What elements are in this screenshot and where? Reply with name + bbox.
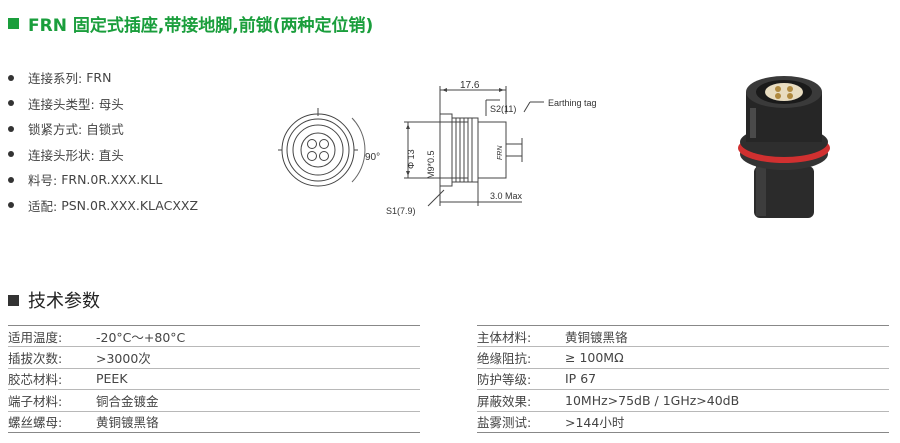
param-label: 防护等级: [477, 368, 565, 391]
table-row: 主体材料:黄铜镀黑铬 [477, 325, 889, 348]
param-label: 绝缘阻抗: [477, 346, 565, 369]
param-label: 胶芯材料: [8, 368, 96, 391]
diameter-label: Φ 13 [406, 149, 416, 169]
table-row: 插拔次数:>3000次 [8, 346, 420, 369]
bullet-icon [8, 100, 14, 107]
bullet-icon [8, 151, 14, 158]
table-row: 防护等级:IP 67 [477, 368, 889, 391]
spec-item: 连接系列: FRN [8, 65, 198, 91]
spec-label: 连接系列: [28, 71, 83, 87]
technical-drawing: 90° 17.6 S2(11) Earthing tag [278, 80, 597, 216]
param-value: >144小时 [565, 411, 889, 433]
spec-label: 适配: [28, 198, 58, 214]
param-value: 黄铜镀黑铬 [96, 411, 420, 433]
spec-label: 连接头形状: [28, 147, 95, 163]
table-row: 螺丝螺母:黄铜镀黑铬 [8, 411, 420, 433]
spec-value: FRN [86, 70, 112, 86]
param-value: IP 67 [565, 368, 889, 391]
param-value: 黄铜镀黑铬 [565, 325, 889, 348]
param-value: PEEK [96, 368, 420, 391]
params-table-left: 适用温度:-20°C～+80°C 插拔次数:>3000次 胶芯材料:PEEK 端… [8, 325, 420, 433]
spec-label: 锁紧方式: [28, 122, 83, 138]
body-mark: FRN [497, 145, 504, 160]
angle-label: 90° [365, 152, 380, 163]
params-table-right: 主体材料:黄铜镀黑铬 绝缘阻抗:≥ 100MΩ 防护等级:IP 67 屏蔽效果:… [477, 325, 889, 433]
param-value: -20°C～+80°C [96, 325, 420, 348]
thread-label: M9*0.5 [426, 150, 436, 179]
table-row: 盐雾测试:>144小时 [477, 411, 889, 433]
table-row: 端子材料:铜合金镀金 [8, 389, 420, 412]
bullet-icon [8, 74, 14, 81]
spec-value: PSN.0R.XXX.KLACXXZ [61, 197, 199, 213]
bullet-icon [8, 202, 14, 209]
table-row: 屏蔽效果:10MHz>75dB / 1GHz>40dB [477, 389, 889, 412]
spec-list: 连接系列: FRN 连接头类型: 母头 锁紧方式: 自锁式 连接头形状: 直头 … [8, 65, 198, 218]
product-title: FRN 固定式插座,带接地脚,前锁(两种定位销) [8, 10, 373, 36]
spec-item: 适配: PSN.0R.XXX.KLACXXZ [8, 193, 198, 219]
param-label: 主体材料: [477, 325, 565, 348]
section-marker [8, 294, 19, 306]
section-title-text: 技术参数 [28, 291, 100, 312]
spec-label: 料号: [28, 173, 58, 189]
param-label: 屏蔽效果: [477, 389, 565, 412]
title-marker [8, 17, 19, 29]
spec-item: 连接头类型: 母头 [8, 91, 198, 117]
bullet-icon [8, 125, 14, 132]
table-row: 适用温度:-20°C～+80°C [8, 325, 420, 348]
param-label: 螺丝螺母: [8, 411, 96, 433]
s1-label: S1(7.9) [386, 206, 416, 216]
front-view [278, 108, 366, 187]
side-view [404, 86, 544, 207]
max-label: 3.0 Max [490, 191, 523, 201]
spec-item: 连接头形状: 直头 [8, 142, 198, 168]
section-title: 技术参数 [8, 288, 100, 312]
param-value: 10MHz>75dB / 1GHz>40dB [565, 389, 889, 412]
spec-value: 直头 [98, 147, 124, 163]
spec-item: 锁紧方式: 自锁式 [8, 116, 198, 142]
product-title-text: FRN 固定式插座,带接地脚,前锁(两种定位销) [28, 15, 374, 36]
spec-value: 自锁式 [86, 122, 124, 138]
param-value: 铜合金镀金 [96, 389, 420, 412]
table-row: 胶芯材料:PEEK [8, 368, 420, 391]
earthing-tag-label: Earthing tag [548, 98, 597, 108]
table-row: 绝缘阻抗:≥ 100MΩ [477, 346, 889, 369]
param-label: 插拔次数: [8, 346, 96, 369]
param-value: >3000次 [96, 346, 420, 369]
connector-photo [738, 76, 830, 218]
spec-value: 母头 [98, 96, 124, 112]
spec-value: FRN.0R.XXX.KLL [61, 172, 163, 188]
length-label: 17.6 [460, 80, 480, 91]
param-label: 盐雾测试: [477, 411, 565, 433]
param-label: 适用温度: [8, 325, 96, 348]
param-value: ≥ 100MΩ [565, 346, 889, 369]
bullet-icon [8, 176, 14, 183]
param-label: 端子材料: [8, 389, 96, 412]
s2-label: S2(11) [490, 104, 516, 114]
spec-item: 料号: FRN.0R.XXX.KLL [8, 167, 198, 193]
spec-label: 连接头类型: [28, 96, 95, 112]
